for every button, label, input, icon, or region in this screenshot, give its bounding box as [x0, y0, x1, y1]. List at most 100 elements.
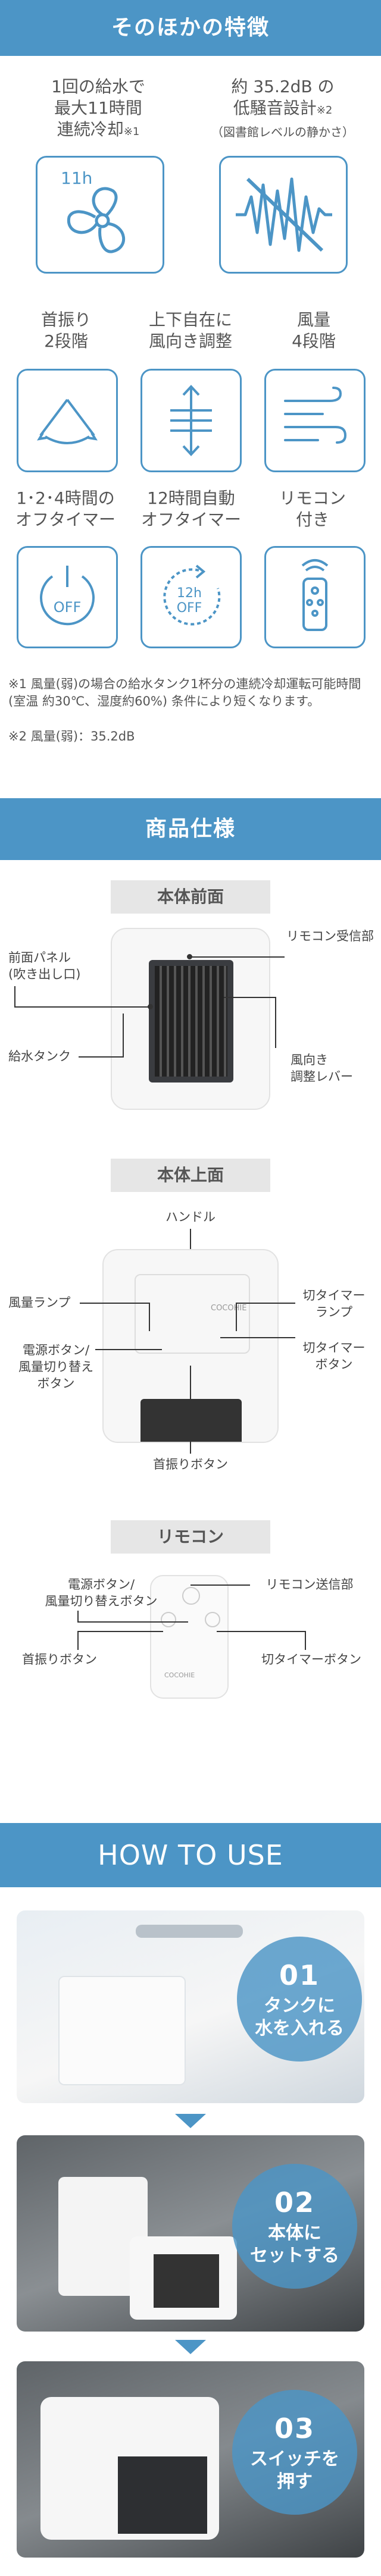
leader-line [190, 1366, 191, 1454]
leader-line [77, 1621, 188, 1623]
step-text: タンクに [264, 1995, 335, 2016]
feature-line: 低騒音設計 [233, 98, 317, 118]
remote-power-key [182, 1587, 200, 1605]
step-text: セットする [250, 2245, 339, 2266]
callout-remote-transmitter: リモコン送信部 [266, 1577, 354, 1592]
cooler-body [130, 2236, 237, 2320]
leader-line [14, 1006, 150, 1008]
leader-line [123, 1014, 124, 1058]
feature-line: 最大11時間 [54, 98, 142, 118]
feature-swing: 首振り 2段階 [21, 309, 111, 352]
callout-timer-lamp: 切タイマー ランプ [302, 1288, 366, 1319]
front-view-tag: 本体前面 [111, 880, 270, 914]
feature-line: 付き [295, 510, 329, 529]
callout-timer-button: 切タイマー ボタン [302, 1341, 366, 1372]
feature-line: 風向き調整 [148, 331, 232, 351]
feature-line: 連続冷却 [57, 120, 124, 139]
feature-line: 風量 [296, 310, 330, 330]
top-view-tag: 本体上面 [111, 1159, 270, 1192]
icon-text: OFF [177, 601, 202, 616]
remote-control-icon [264, 546, 366, 648]
feature-remote: リモコン 付き [262, 488, 363, 531]
vent-louvers [155, 966, 227, 1077]
leader-line [237, 1303, 295, 1304]
feature-low-noise: 約 35.2dB の 低騒音設計※2 [196, 76, 369, 121]
leader-line [220, 1337, 295, 1338]
step-number: 01 [279, 1959, 320, 1991]
feature-line: 12時間自動 [147, 488, 235, 508]
brand-logo: COCOHIE [164, 1671, 195, 1679]
callout-power-button: 電源ボタン/ 風量切り替え ボタン [18, 1343, 93, 1391]
leader-line [190, 1584, 250, 1586]
spec-banner: 商品仕様 [0, 798, 381, 860]
muted-sound-wave-icon [219, 156, 348, 274]
callout-wind-lever: 風向き 調整レバー [291, 1053, 353, 1084]
icon-text: OFF [54, 599, 82, 616]
feature-line: 約 35.2dB の [231, 77, 335, 96]
step-2-badge: 02 本体に セットする [232, 2164, 357, 2289]
leader-line [14, 986, 15, 1008]
cooler-body [40, 2397, 219, 2540]
feature-line: 1回の給水で [51, 77, 145, 96]
off-timer-icon: OFF [17, 546, 118, 648]
leader-line [236, 1303, 237, 1331]
leader-line [275, 997, 276, 1048]
leader-line [79, 1056, 124, 1058]
top-vent [140, 1399, 242, 1442]
callout-remote-receiver: リモコン受信部 [286, 929, 374, 943]
callout-wind-lamp: 風量ランプ [8, 1295, 71, 1310]
remote-tag: リモコン [111, 1520, 270, 1554]
handle-recess [135, 1274, 250, 1354]
step-1-badge: 01 タンクに 水を入れる [237, 1937, 362, 2062]
callout-remote-swing: 首振りボタン [22, 1652, 97, 1667]
step-text: 本体に [268, 2223, 321, 2244]
callout-handle: ハンドル [165, 1210, 216, 1224]
leader-line [189, 956, 285, 958]
leader-line [149, 1303, 150, 1331]
step-number: 02 [274, 2186, 315, 2219]
remote-timer-key [205, 1612, 220, 1627]
footnote-mark: ※2 [316, 104, 333, 117]
feature-line: 首振り [40, 310, 91, 330]
callout-water-tank: 給水タンク [8, 1049, 71, 1063]
feature-off-timer: 1･2･4時間の オフタイマー [2, 488, 129, 531]
fan-icon: 11h [36, 156, 164, 274]
callout-swing-button: 首振りボタン [153, 1457, 228, 1471]
step-number: 03 [274, 2412, 315, 2445]
footnote-mark: ※1 [123, 125, 140, 138]
feature-auto-off-timer: 12時間自動 オフタイマー [129, 488, 254, 531]
faucet [136, 1925, 243, 1938]
footnote-2: ※2 風量(弱)：35.2dB [8, 729, 135, 743]
leader-line [77, 1611, 79, 1623]
features-banner: そのほかの特徴 [0, 0, 381, 56]
arrow-down-icon [175, 2340, 206, 2354]
feature-continuous-cooling: 1回の給水で 最大11時間 連続冷却※1 [18, 76, 179, 143]
brand-logo: COCOHIE [211, 1304, 247, 1313]
step-3-badge: 03 スイッチを 押す [232, 2390, 357, 2515]
remote-device: COCOHIE [150, 1575, 229, 1699]
callout-remote-power: 電源ボタン/ 風量切り替えボタン [45, 1577, 158, 1608]
leader-line [217, 1631, 306, 1632]
feature-wind-level: 風量 4段階 [269, 309, 358, 352]
feature-vertical-airflow: 上下自在に 風向き調整 [131, 309, 250, 352]
vertical-airflow-icon [140, 369, 242, 472]
remote-swing-key [161, 1612, 176, 1627]
feature-low-noise-sub: （図書館レベルの静かさ） [211, 125, 354, 139]
feature-line: オフタイマー [15, 510, 115, 529]
icon-text: 11h [61, 168, 92, 188]
leader-line [95, 1349, 162, 1350]
step-text: スイッチを [250, 2449, 339, 2470]
front-vent [149, 960, 233, 1083]
feature-line: 2段階 [44, 331, 88, 351]
leader-dot [148, 1004, 153, 1009]
step-text: 押す [277, 2471, 313, 2492]
feature-line: オフタイマー [140, 510, 241, 529]
swing-icon [17, 369, 118, 472]
howto-banner: HOW TO USE [0, 1823, 381, 1887]
leader-line [77, 1631, 163, 1632]
icon-text: 12h [177, 586, 202, 601]
feature-line: リモコン [279, 488, 346, 508]
leader-line [224, 997, 276, 998]
callout-front-panel: 前面パネル (吹き出し口) [8, 950, 81, 981]
